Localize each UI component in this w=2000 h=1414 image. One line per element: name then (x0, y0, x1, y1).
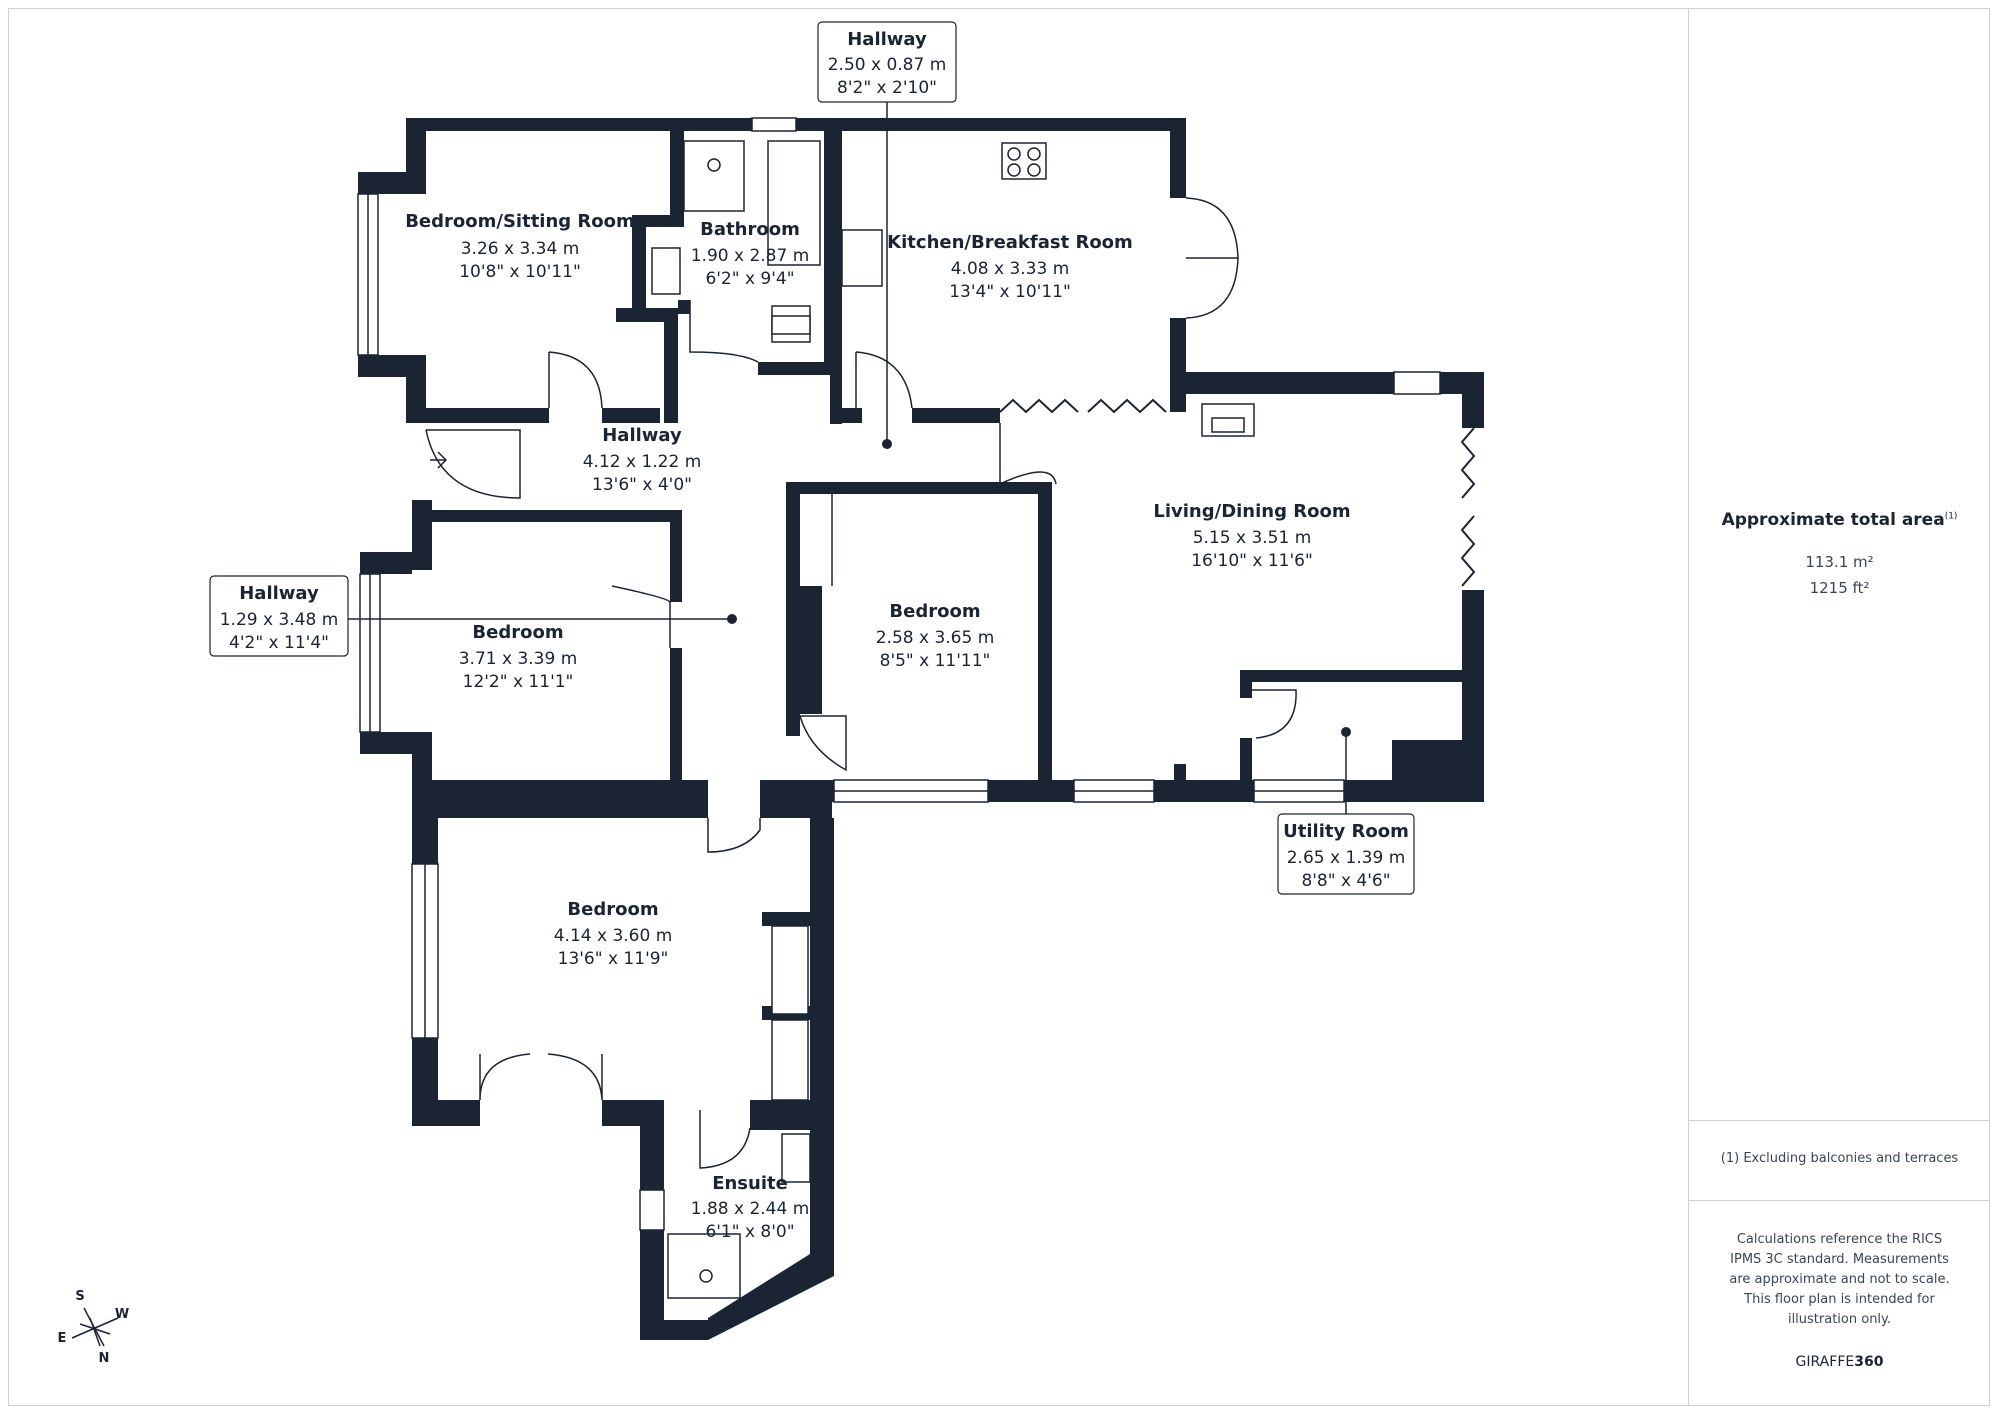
living-imperial: 16'10" x 11'6" (1191, 551, 1313, 571)
hallway-left-name: Hallway (239, 583, 319, 604)
fixtures (651, 140, 1255, 1299)
windows (357, 117, 1441, 1231)
kitchen-metric: 4.08 x 3.33 m (951, 259, 1070, 279)
hallway-mid-metric: 4.12 x 1.22 m (583, 452, 702, 472)
footnote: (1) Excluding balconies and terraces (1720, 1151, 1959, 1166)
bathroom-name: Bathroom (700, 219, 800, 240)
floor-plan: Hallway 2.50 x 0.87 m 8'2" x 2'10" Bedro… (58, 21, 1484, 1366)
hallway-top-metric: 2.50 x 0.87 m (828, 55, 947, 75)
living-metric: 5.15 x 3.51 m (1193, 528, 1312, 548)
brand-logo: GIRAFFE360 (1689, 1354, 1990, 1370)
compass-e: E (58, 1331, 67, 1346)
hallway-top-name: Hallway (847, 29, 927, 50)
page-frame (8, 8, 1990, 1406)
bedroom-center-metric: 2.58 x 3.65 m (876, 628, 995, 648)
brand-text: GIRAFFE (1795, 1354, 1855, 1370)
bedroom-center-imperial: 8'5" x 11'11" (880, 651, 991, 671)
utility-imperial: 8'8" x 4'6" (1301, 871, 1390, 891)
ensuite-name: Ensuite (712, 1173, 788, 1194)
bedroom-sitting-metric: 3.26 x 3.34 m (461, 239, 580, 259)
utility-metric: 2.65 x 1.39 m (1287, 848, 1406, 868)
bedroom-main-metric: 4.14 x 3.60 m (554, 926, 673, 946)
bathroom-imperial: 6'2" x 9'4" (705, 269, 794, 289)
ensuite-metric: 1.88 x 2.44 m (691, 1199, 810, 1219)
kitchen-name: Kitchen/Breakfast Room (887, 232, 1133, 253)
utility-callout (1277, 727, 1415, 895)
bedroom-west-name: Bedroom (472, 622, 563, 643)
living-name: Living/Dining Room (1153, 501, 1350, 522)
divider (1689, 1200, 1990, 1201)
compass-s: S (75, 1289, 84, 1304)
bedroom-sitting-imperial: 10'8" x 10'11" (459, 262, 581, 282)
kitchen-imperial: 13'4" x 10'11" (949, 282, 1071, 302)
total-area-title: Approximate total area(1) (1689, 510, 1990, 530)
door-swings (425, 197, 1297, 1169)
hallway-left-metric: 1.29 x 3.48 m (220, 610, 339, 630)
bedroom-main-name: Bedroom (567, 899, 658, 920)
hallway-top-callout (817, 21, 957, 449)
hallway-left-callout (209, 575, 737, 657)
walls (358, 118, 1484, 1340)
bedroom-center-name: Bedroom (889, 601, 980, 622)
bedroom-sitting-name: Bedroom/Sitting Room (405, 211, 635, 232)
bedroom-west-metric: 3.71 x 3.39 m (459, 649, 578, 669)
brand-number: 360 (1854, 1354, 1884, 1370)
hallway-top-imperial: 8'2" x 2'10" (837, 78, 937, 98)
bedroom-main-imperial: 13'6" x 11'9" (558, 949, 669, 969)
total-area-note-marker: (1) (1944, 511, 1958, 522)
bedroom-west-imperial: 12'2" x 11'1" (463, 672, 574, 692)
divider (1689, 1120, 1990, 1121)
compass-n: N (99, 1351, 110, 1366)
total-area-label: Approximate total area (1721, 510, 1945, 530)
utility-name: Utility Room (1283, 821, 1409, 842)
hallway-left-imperial: 4'2" x 11'4" (229, 633, 329, 653)
compass-w: W (115, 1307, 129, 1322)
disclaimer: Calculations reference the RICS IPMS 3C … (1729, 1232, 1950, 1327)
ensuite-imperial: 6'1" x 8'0" (705, 1222, 794, 1242)
bifold-doors (999, 398, 1476, 587)
bathroom-metric: 1.90 x 2.87 m (691, 246, 810, 266)
entrance-arrow-icon (430, 451, 448, 469)
total-area-ft2: 1215 ft² (1809, 579, 1870, 597)
hallway-mid-name: Hallway (602, 425, 682, 446)
summary-panel: Approximate total area(1) 113.1 m² 1215 … (1688, 8, 1990, 1406)
hallway-mid-imperial: 13'6" x 4'0" (592, 475, 692, 495)
total-area-m2: 113.1 m² (1805, 553, 1874, 571)
compass-icon: S W E N (58, 1289, 130, 1366)
